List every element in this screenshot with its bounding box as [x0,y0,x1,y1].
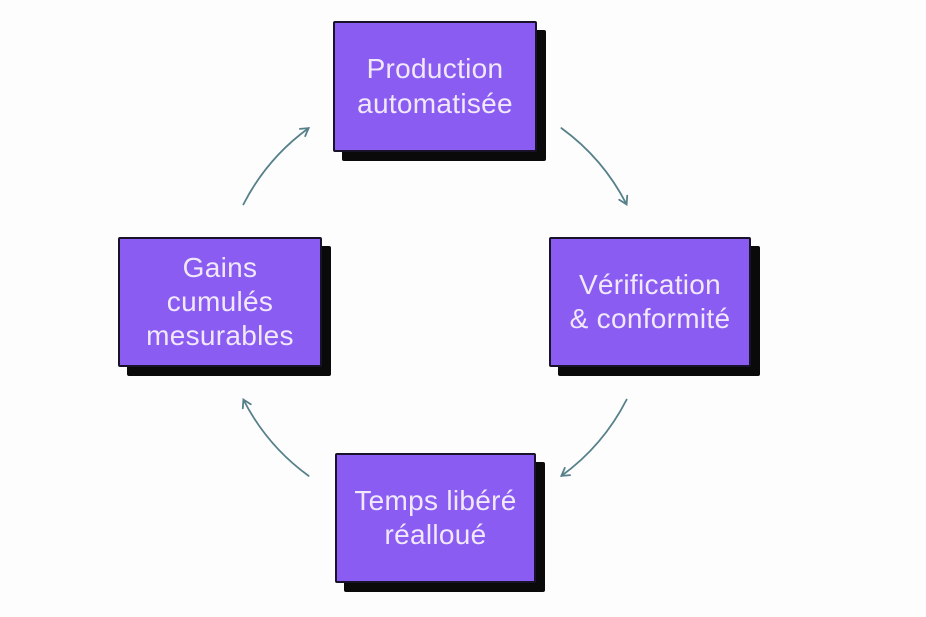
node-label: Gains cumulés mesurables [146,251,294,352]
node-label: Vérification & conformité [569,268,731,334]
arrow-production-to-verification [560,127,629,206]
node-temps-libere-realloue: Temps libéré réalloué [335,453,536,583]
node-label: Production automatisée [357,53,513,119]
node-gains-cumules-mesurables: Gains cumulés mesurables [118,237,322,367]
node-verification-conformite: Vérification & conformité [549,237,751,367]
node-label: Temps libéré réalloué [354,484,517,550]
arrow-temps-to-gains [241,398,310,477]
arrow-verification-to-temps [559,398,628,477]
arrow-gains-to-production [242,127,311,206]
node-production-automatisee: Production automatisée [333,21,537,152]
